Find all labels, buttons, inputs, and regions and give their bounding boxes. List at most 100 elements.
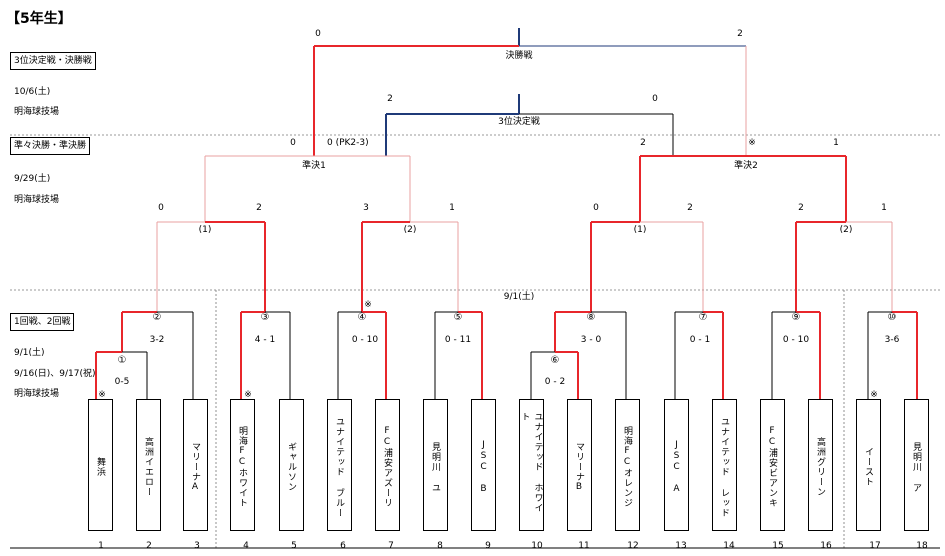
page-title: 【5年生】 <box>6 11 72 27</box>
team-box: 高洲グリーン <box>808 399 833 531</box>
team-box: JSC B <box>471 399 496 531</box>
score: 3-2 <box>150 335 165 345</box>
team-number: 6 <box>340 541 346 551</box>
team-number: 9 <box>485 541 491 551</box>
team-box: FC浦安ビアンキ <box>760 399 785 531</box>
mark: ※ <box>364 300 372 310</box>
score: 2 <box>387 94 393 104</box>
team-number: 14 <box>723 541 735 551</box>
team-box: 明海FCホワイト <box>230 399 255 531</box>
team-box: 見明川 ア <box>904 399 929 531</box>
score: 0-5 <box>115 377 130 387</box>
team-number: 13 <box>675 541 686 551</box>
score: 0 <box>593 203 599 213</box>
team-number: 7 <box>388 541 394 551</box>
score: 2 <box>737 29 743 39</box>
semi1-label: 準決1 <box>302 159 326 171</box>
team-box: FC浦安アズーリ <box>375 399 400 531</box>
team-name: ユナイテッド ブルー <box>334 416 344 518</box>
team-name: ユナイテッド レッド <box>719 416 729 518</box>
semi2-label: 準決2 <box>734 159 758 171</box>
team-name: イースト <box>863 447 873 487</box>
team-number: 10 <box>531 541 543 551</box>
team-number: 2 <box>146 541 152 551</box>
score: 0 - 2 <box>545 377 565 387</box>
node-label: (1) <box>634 225 647 235</box>
node-label: ⑩ <box>888 312 897 323</box>
score: 3 <box>363 203 369 213</box>
team-name: 高洲グリーン <box>815 437 825 497</box>
section-date: 9/16(日)、9/17(祝) <box>14 369 96 379</box>
node-label: (2) <box>840 225 853 235</box>
team-name: マリーナA <box>190 441 200 493</box>
team-number: 3 <box>194 541 200 551</box>
team-name: ギャルソン <box>286 442 296 492</box>
score: 0 - 11 <box>445 335 471 345</box>
team-name: マリーナB <box>574 441 584 493</box>
team-name: ユナイテッド ホワイト <box>519 412 543 513</box>
team-number: 5 <box>291 541 297 551</box>
node-label: ⑥ <box>551 355 560 366</box>
node-label: ⑤ <box>454 312 463 323</box>
section-date: 9/1(土) <box>14 348 45 358</box>
node-label: ⑨ <box>792 312 801 323</box>
section-date: 9/29(土) <box>14 174 51 184</box>
score: 2 <box>687 203 693 213</box>
team-name: FC浦安アズーリ <box>382 426 392 508</box>
team-box: 高洲イエロー <box>136 399 161 531</box>
section-venue: 明海球技場 <box>14 389 60 399</box>
team-number: 18 <box>916 541 928 551</box>
score: 0 <box>315 29 321 39</box>
score: 2 <box>798 203 804 213</box>
team-number: 4 <box>243 541 249 551</box>
score: 0 <box>652 94 658 104</box>
team-box: イースト <box>856 399 881 531</box>
team-number: 17 <box>869 541 880 551</box>
score: 3 - 0 <box>581 335 602 345</box>
team-name: 見明川 ユ <box>430 441 440 493</box>
team-name: JSC A <box>671 439 682 495</box>
team-number: 11 <box>578 541 589 551</box>
center-date: 9/1(土) <box>504 290 535 302</box>
node-label: ④ <box>358 312 367 323</box>
node-label: (2) <box>404 225 417 235</box>
score: 1 <box>449 203 455 213</box>
section-header-early: 1回戦、2回戦 <box>10 313 75 331</box>
score: 4 - 1 <box>255 335 275 345</box>
score: 0 <box>290 138 296 148</box>
third-label: 3位決定戦 <box>498 115 540 127</box>
score: 2 <box>256 203 262 213</box>
score: 0 <box>158 203 164 213</box>
section-header-final: 3位決定戦・決勝戦 <box>10 52 96 70</box>
score: 1 <box>881 203 887 213</box>
team-name: FC浦安ビアンキ <box>767 426 777 508</box>
team-box: ギャルソン <box>279 399 304 531</box>
node-label: (1) <box>199 225 212 235</box>
mark: ※ <box>748 138 756 148</box>
team-number: 1 <box>98 541 104 551</box>
team-number: 15 <box>772 541 783 551</box>
team-box: ユナイテッド ホワイト <box>519 399 544 531</box>
team-name: 明海FCホワイト <box>237 426 247 508</box>
team-box: 明海FCオレンジ <box>615 399 640 531</box>
section-venue: 明海球技場 <box>14 107 60 117</box>
mark: ※ <box>98 390 106 400</box>
team-box: マリーナB <box>567 399 592 531</box>
score: 0 - 1 <box>690 335 710 345</box>
team-box: 見明川 ユ <box>423 399 448 531</box>
node-label: ③ <box>261 312 270 323</box>
node-label: ⑧ <box>587 312 596 323</box>
node-label: ① <box>118 355 127 366</box>
team-number: 8 <box>437 541 443 551</box>
team-name: 高洲イエロー <box>143 437 153 497</box>
section-date: 10/6(土) <box>14 87 51 97</box>
team-name: 明海FCオレンジ <box>622 426 632 508</box>
section-venue: 明海球技場 <box>14 195 60 205</box>
score: 2 <box>640 138 646 148</box>
mark: ※ <box>244 390 252 400</box>
score: 1 <box>833 138 839 148</box>
node-label: ⑦ <box>699 312 708 323</box>
mark: ※ <box>870 390 878 400</box>
team-box: ユナイテッド ブルー <box>327 399 352 531</box>
